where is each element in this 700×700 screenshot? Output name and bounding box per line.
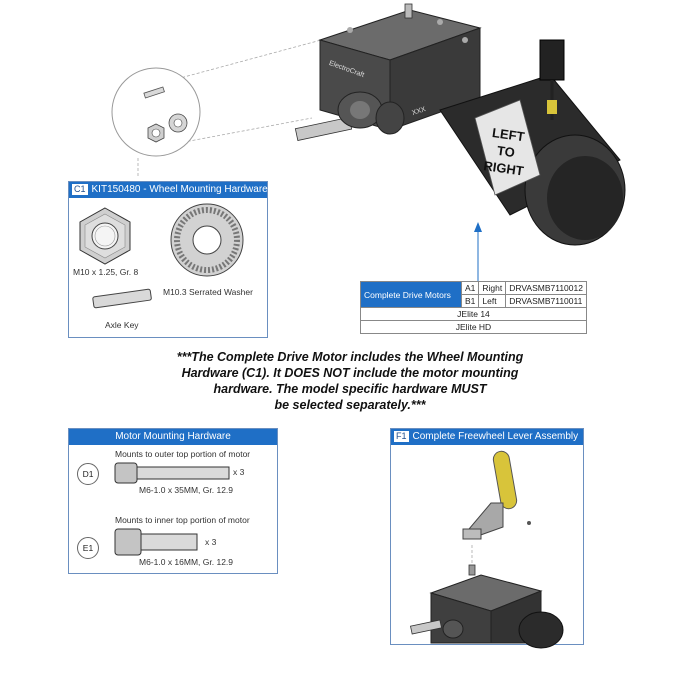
item-qty: x 3: [205, 537, 217, 547]
drive-row-code: A1: [460, 281, 480, 295]
motor-mounting-hardware-header: Motor Mounting Hardware: [69, 429, 277, 445]
bolt-long-icon: [114, 462, 230, 484]
item-qty: x 3: [233, 467, 245, 477]
drive-model: JElite HD: [360, 320, 587, 334]
note-line: hardware. The model specific hardware MU…: [213, 382, 487, 396]
nut-label: M10 x 1.25, Gr. 8: [73, 267, 139, 277]
note-line: Hardware (C1). It DOES NOT include the m…: [181, 366, 519, 380]
drive-row-side: Right: [478, 281, 507, 295]
drive-row-side: Left: [478, 294, 507, 308]
note-line: be selected separately.***: [274, 398, 426, 412]
exploded-hardware-circle: [111, 67, 201, 157]
item-desc: Mounts to inner top portion of motor: [115, 515, 250, 525]
item-code-circle-d1: D1: [77, 463, 99, 485]
item-spec: M6-1.0 x 16MM, Gr. 12.9: [139, 557, 234, 567]
item-code-circle-e1: E1: [77, 537, 99, 559]
drive-model: JElite 14: [360, 307, 587, 321]
table-row: Complete Drive Motors A1 Right DRVASMB71…: [360, 281, 587, 308]
kit-title: KIT150480 - Wheel Mounting Hardware: [91, 184, 268, 195]
drive-row-part: DRVASMB7110012: [505, 281, 587, 295]
item-spec: M6-1.0 x 35MM, Gr. 12.9: [139, 485, 234, 495]
drive-row-part: DRVASMB7110011: [505, 294, 587, 308]
hardware-note: ***The Complete Drive Motor includes the…: [100, 349, 600, 413]
hex-nut-icon: [79, 207, 131, 265]
table-row: JElite 14: [360, 307, 587, 321]
axle-key-small-icon: [143, 86, 165, 99]
axle-key-icon: [92, 288, 152, 309]
motor-mounting-hardware-box: Motor Mounting Hardware D1 Mounts to out…: [68, 428, 278, 574]
complete-drive-motors-table: Complete Drive Motors A1 Right DRVASMB71…: [360, 281, 587, 334]
drive-motor-illustration: [294, 3, 626, 246]
note-line: ***The Complete Drive Motor includes the…: [176, 350, 524, 364]
freewheel-title: Complete Freewheel Lever Assembly: [412, 431, 579, 442]
drive-row-code: B1: [460, 294, 480, 308]
washer-label: M10.3 Serrated Washer: [163, 287, 253, 297]
drive-table-header: Complete Drive Motors: [360, 281, 462, 308]
item-desc: Mounts to outer top portion of motor: [115, 449, 251, 459]
bolt-short-icon: [114, 528, 198, 556]
axle-key-label: Axle Key: [105, 320, 139, 330]
freewheel-code-tag: F1: [393, 430, 410, 443]
item-code: E1: [82, 543, 94, 553]
motor-label-text: LEFT TO RIGHT: [473, 122, 540, 181]
table-row: JElite HD: [360, 320, 587, 334]
kit-code-tag: C1: [71, 183, 89, 196]
serrated-washer-icon: [170, 203, 244, 277]
freewheel-lever-illustration: [410, 450, 564, 649]
item-code: D1: [82, 469, 94, 479]
table-row: B1 Left DRVASMB7110011: [361, 294, 587, 308]
